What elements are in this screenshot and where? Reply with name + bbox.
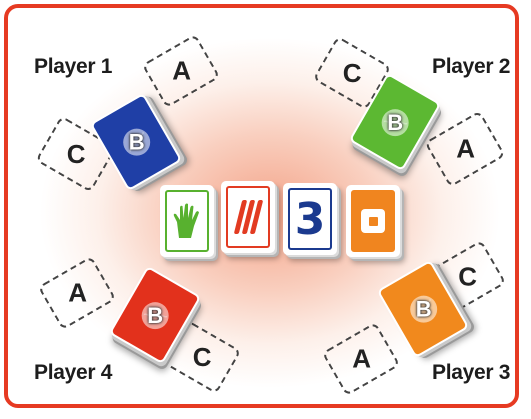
number-three: 3	[295, 194, 326, 245]
player-4-label: Player 4	[34, 361, 112, 385]
center-card-red[interactable]	[221, 181, 275, 253]
player-2-label: Player 2	[432, 55, 510, 79]
deck-marker: B	[382, 109, 409, 136]
player-1-deck[interactable]: ~~~ B	[90, 93, 183, 192]
player-3-label: Player 3	[432, 361, 510, 385]
slot-letter: C	[343, 58, 362, 89]
card-face	[351, 190, 395, 252]
card-face: 3	[288, 188, 332, 250]
center-card-blue[interactable]: 3	[283, 183, 337, 255]
square-dot-icon	[361, 209, 385, 233]
slot-letter: A	[352, 344, 371, 375]
slot-letter: A	[456, 134, 475, 165]
deck-marker: B	[142, 302, 169, 329]
slot-letter: C	[458, 262, 477, 293]
deck-marker: B	[410, 296, 437, 323]
player-1-label: Player 1	[34, 55, 112, 79]
center-card-green[interactable]	[160, 185, 214, 257]
hand-icon	[171, 202, 203, 240]
slot-letter: C	[67, 139, 86, 170]
player-1-slot-a[interactable]: A	[142, 34, 221, 108]
three-strokes-icon	[233, 200, 262, 234]
game-board: Player 1 A C ~~~ B Player 2 C A ~~~ B Pl…	[4, 4, 519, 408]
card-face	[226, 186, 270, 248]
slot-letter: A	[172, 56, 191, 87]
slot-letter: C	[193, 342, 212, 373]
player-3-slot-a[interactable]: A	[322, 322, 401, 396]
deck-marker: B	[123, 129, 150, 156]
slot-letter: A	[68, 278, 87, 309]
card-face	[165, 190, 209, 252]
center-card-orange[interactable]	[346, 185, 400, 257]
player-2-slot-a[interactable]: A	[424, 110, 505, 187]
player-4-slot-a[interactable]: A	[38, 256, 117, 330]
